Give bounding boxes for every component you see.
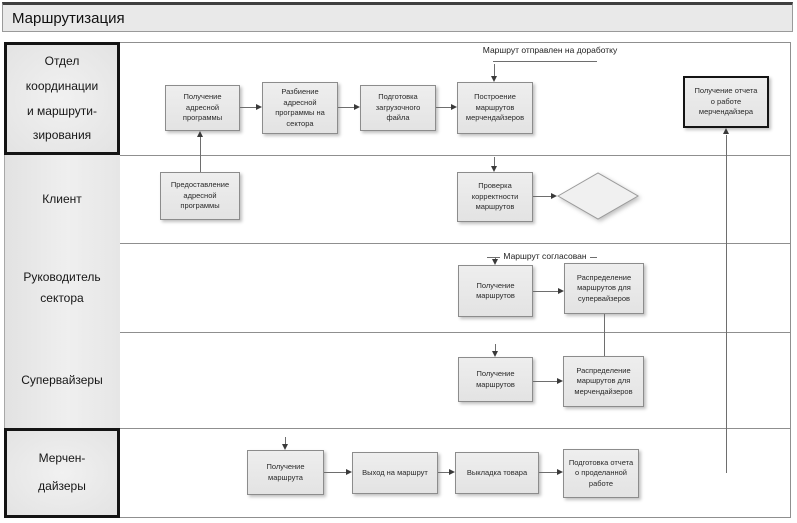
connector-line (324, 472, 346, 473)
lane-merchandisers: Мерчен- дайзеры (4, 428, 120, 518)
step-split-program-sectors: Разбиение адресной программы на сектора (262, 82, 338, 134)
connector-line (533, 381, 557, 382)
step-build-merch-routes: Построение маршрутов мерчендайзеров (457, 82, 533, 134)
annotation-route-agreed: Маршрут согласован (457, 251, 633, 261)
connector-line (494, 157, 495, 166)
lane-divider (120, 42, 791, 43)
connector-line (494, 64, 495, 76)
lane-sector-head: Руководитель сектора (23, 270, 101, 305)
arrowhead-up (723, 128, 729, 134)
connector-line (438, 472, 449, 473)
connector-line (436, 107, 451, 108)
step-provide-address-program: Предоставление адресной программы (160, 172, 240, 220)
step-merch-receive-route: Получение маршрута (247, 450, 324, 495)
step-go-on-route: Выход на маршрут (352, 452, 438, 494)
step-display-goods: Выкладка товара (455, 452, 539, 494)
arrowhead-down (282, 444, 288, 450)
connector-line (285, 437, 286, 445)
step-check-routes: Проверка корректности маршрутов (457, 172, 533, 222)
step-receive-merch-report: Получение отчета о работе мерчендайзера (683, 76, 769, 128)
step-prepare-load-file: Подготовка загрузочного файла (360, 85, 436, 131)
lane-divider (120, 155, 791, 156)
connector-line (200, 137, 201, 172)
step-prepare-work-report: Подготовка отчета о проделанной работе (563, 449, 639, 498)
arrowhead-right (451, 104, 457, 110)
connector-line (539, 472, 557, 473)
connector-line (726, 135, 727, 473)
step-receive-address-program: Получение адресной программы (165, 85, 240, 131)
step-distribute-routes-merch: Распределение маршрутов для мерчендайзер… (563, 356, 644, 407)
annotation-route-rework: Маршрут отправлен на доработку (482, 45, 618, 55)
arrowhead-right (354, 104, 360, 110)
arrowhead-right (256, 104, 262, 110)
arrowhead-down (492, 351, 498, 357)
arrowhead-right (551, 193, 557, 199)
arrowhead-down (491, 166, 497, 172)
arrowhead-right (557, 469, 563, 475)
arrowhead-down (492, 259, 498, 265)
step-sup-receive-routes: Получение маршрутов (458, 357, 533, 402)
connector-line (338, 107, 354, 108)
arrowhead-right (346, 469, 352, 475)
lane-supervisors: Супервайзеры (21, 373, 103, 387)
connector-line (533, 291, 558, 292)
diagram-title: Маршрутизация (12, 10, 125, 27)
connector-line (533, 196, 551, 197)
connector-line (495, 257, 496, 260)
step-head-receive-routes: Получение маршрутов (458, 265, 533, 317)
frame-right-border (790, 42, 791, 518)
connector-line (240, 107, 256, 108)
arrowhead-down (491, 76, 497, 82)
annotation-rework-underline (493, 61, 597, 62)
connector-line (495, 344, 496, 352)
arrowhead-right (557, 378, 563, 384)
decision-diamond (557, 172, 639, 220)
arrowhead-right (449, 469, 455, 475)
arrowhead-up (197, 131, 203, 137)
diagram-title-bar: Маршрутизация (2, 2, 793, 32)
frame-bottom-border (120, 517, 791, 518)
lane-divider (120, 243, 791, 244)
arrowhead-right (558, 288, 564, 294)
step-distribute-routes-supervisors: Распределение маршрутов для супервайзеро… (564, 263, 644, 314)
lane-client: Клиент (42, 192, 82, 206)
lane-divider (120, 428, 791, 429)
lane-coordination-dept: Отдел координации и маршрути- зирования (4, 42, 120, 155)
connector-line (604, 314, 605, 356)
lane-divider (120, 332, 791, 333)
